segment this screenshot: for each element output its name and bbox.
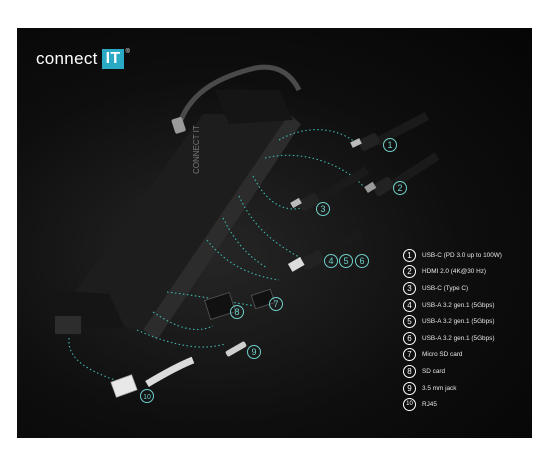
callout-5: 5 bbox=[343, 256, 348, 266]
legend-item: 9 3.5 mm jack bbox=[403, 380, 528, 397]
legend-number: 1 bbox=[403, 248, 416, 262]
legend-number: 8 bbox=[403, 364, 416, 378]
callout-7: 7 bbox=[273, 299, 278, 309]
callout-1: 1 bbox=[387, 140, 392, 150]
brand-registered: ® bbox=[125, 49, 131, 55]
brand-name: connect bbox=[36, 49, 98, 68]
product-image: CONNECT IT bbox=[17, 28, 532, 438]
legend-number: 5 bbox=[403, 315, 416, 329]
legend-number: 9 bbox=[403, 381, 416, 395]
callout-9: 9 bbox=[251, 347, 256, 357]
legend-item: 10 RJ45 bbox=[403, 396, 528, 413]
legend-label: HDMI 2.0 (4K@30 Hz) bbox=[422, 268, 487, 276]
legend-item: 1 USB-C (PD 3.0 up to 100W) bbox=[403, 247, 528, 264]
callout-4: 4 bbox=[328, 256, 333, 266]
legend-number: 10 bbox=[403, 398, 416, 412]
callout-10: 10 bbox=[143, 394, 151, 401]
hub-illustration: CONNECT IT bbox=[47, 64, 440, 403]
legend-label: USB-A 3.2 gen.1 (5Gbps) bbox=[422, 318, 495, 326]
legend-item: 3 USB-C (Type C) bbox=[403, 280, 528, 297]
legend-label: USB-A 3.2 gen.1 (5Gbps) bbox=[422, 301, 495, 309]
legend-number: 3 bbox=[403, 281, 416, 295]
callout-badges bbox=[140, 138, 407, 403]
callout-8: 8 bbox=[234, 307, 239, 317]
legend-number: 7 bbox=[403, 348, 416, 362]
hub-side bbox=[143, 114, 301, 340]
hub-label: CONNECT IT bbox=[192, 125, 201, 174]
port-legend: 1 USB-C (PD 3.0 up to 100W) 2 HDMI 2.0 (4K… bbox=[403, 247, 528, 413]
legend-item: 7 Micro SD card bbox=[403, 347, 528, 364]
callout-3: 3 bbox=[320, 204, 325, 214]
brand-logo: connect IT ® bbox=[36, 49, 130, 69]
callout-2: 2 bbox=[397, 183, 402, 193]
legend-label: USB-A 3.2 gen.1 (5Gbps) bbox=[422, 334, 495, 342]
legend-label: SD card bbox=[422, 367, 446, 375]
hub-usb-c-plug bbox=[171, 117, 186, 134]
legend-item: 8 SD card bbox=[403, 363, 528, 380]
legend-label: RJ45 bbox=[422, 401, 437, 409]
callout-6: 6 bbox=[359, 256, 364, 266]
brand-mark: IT bbox=[101, 49, 125, 69]
legend-number: 6 bbox=[403, 331, 416, 345]
legend-item: 6 USB-A 3.2 gen.1 (5Gbps) bbox=[403, 330, 528, 347]
legend-item: 4 USB-A 3.2 gen.1 (5Gbps) bbox=[403, 297, 528, 314]
legend-label: Micro SD card bbox=[422, 351, 463, 359]
connectors bbox=[110, 112, 440, 398]
legend-item: 2 HDMI 2.0 (4K@30 Hz) bbox=[403, 264, 528, 281]
hub-top-stand bbox=[215, 90, 293, 124]
legend-number: 2 bbox=[403, 265, 416, 279]
legend-label: USB-C (PD 3.0 up to 100W) bbox=[422, 251, 502, 259]
legend-label: 3.5 mm jack bbox=[422, 384, 457, 392]
rj45-port bbox=[55, 316, 81, 334]
legend-item: 5 USB-A 3.2 gen.1 (5Gbps) bbox=[403, 313, 528, 330]
legend-number: 4 bbox=[403, 298, 416, 312]
legend-label: USB-C (Type C) bbox=[422, 284, 469, 292]
hub-body bbox=[59, 114, 289, 330]
hub-cable bbox=[178, 64, 302, 121]
